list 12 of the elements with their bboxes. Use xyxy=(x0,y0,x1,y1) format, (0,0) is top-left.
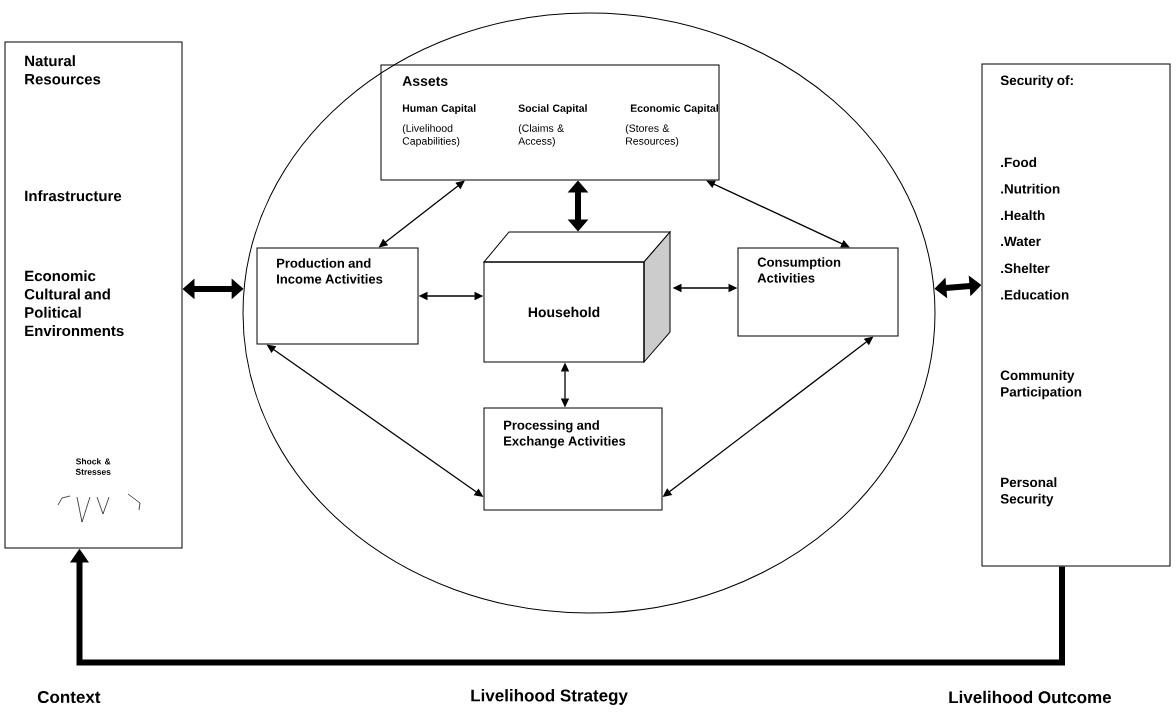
context-box: Natural Resources Infrastructure Economic Cultural and Political Environments Shock & Stresses xyxy=(4,41,183,549)
activity-box: Consumption Activities xyxy=(737,247,899,337)
outcome-box: Security of: .Food .Nutrition .Health .Water .Shelter .Education Community Participation Personal Security xyxy=(981,63,1171,567)
arrow xyxy=(706,180,850,248)
activity-box: Processing and Exchange Activities xyxy=(483,407,663,511)
section-label: Livelihood Outcome xyxy=(949,690,1112,704)
activity-box: Production and Income Activities xyxy=(256,247,419,345)
section-label: Context xyxy=(37,691,101,704)
livelihood-ellipse xyxy=(242,12,936,614)
section-label: Livelihood Strategy xyxy=(471,689,628,705)
household-box: Household xyxy=(483,231,671,363)
assets-box: Assets Human Capital (Livelihood Capabilities) Social Capital (Claims & Access) Economic Capital (Stores & Resources) xyxy=(380,64,720,181)
